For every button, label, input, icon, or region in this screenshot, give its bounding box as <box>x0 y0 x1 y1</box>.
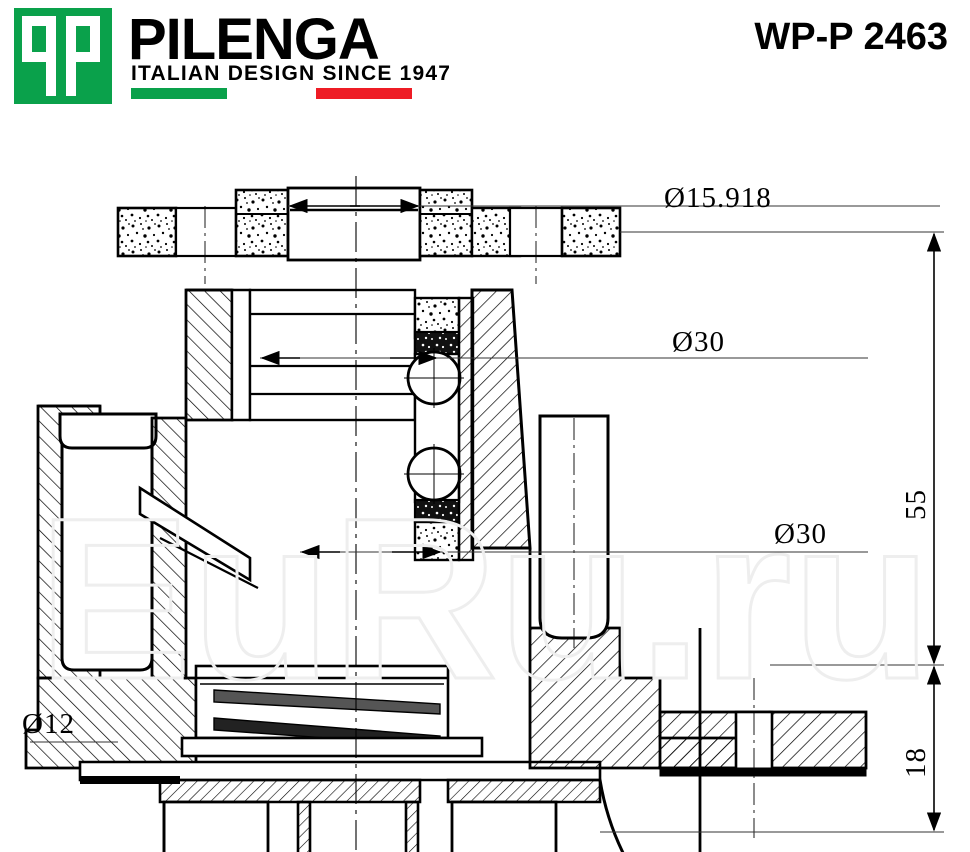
part-number: WP-P 2463 <box>754 16 948 58</box>
pilenga-qp-logo-icon <box>14 8 112 104</box>
dimension-label-total-height: 55 <box>900 489 932 520</box>
dimension-label-flange-height: 18 <box>900 747 932 778</box>
italian-flag-red-bar <box>316 88 412 99</box>
dimension-label-hub-bottom: Ø12 <box>22 708 75 740</box>
dimension-label-bearing-lower: Ø30 <box>774 518 827 550</box>
page-header: PILENGA ITALIAN DESIGN SINCE 1947 WP-P 2… <box>0 0 970 118</box>
dimension-label-bore-top: Ø15.918 <box>664 182 772 214</box>
italian-flag-green-bar <box>131 88 227 99</box>
dimension-label-bearing-upper: Ø30 <box>672 326 725 358</box>
brand-tagline: ITALIAN DESIGN SINCE 1947 <box>131 62 452 85</box>
technical-drawing <box>0 118 970 852</box>
brand-name: PILENGA <box>128 7 380 72</box>
